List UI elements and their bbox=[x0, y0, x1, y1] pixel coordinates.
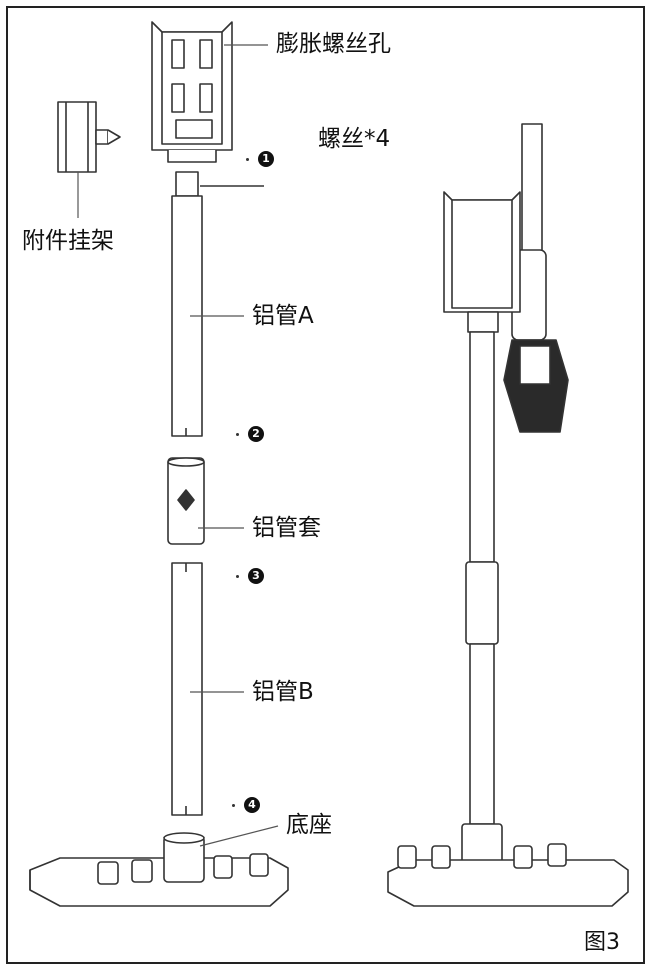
base-left-shape bbox=[29, 832, 289, 907]
accessory-rack-shape bbox=[57, 101, 121, 173]
figure-frame bbox=[6, 6, 645, 964]
screw-dot-2 bbox=[236, 433, 239, 436]
label-expansion-screw-hole: 膨胀螺丝孔 bbox=[276, 31, 391, 57]
label-aluminum-tube-b: 铝管B bbox=[252, 679, 314, 705]
label-aluminum-tube-a: 铝管A bbox=[252, 303, 314, 329]
step-marker-3: 3 bbox=[248, 568, 264, 584]
screw-dot-3 bbox=[236, 575, 239, 578]
step-marker-4: 4 bbox=[244, 797, 260, 813]
screw-dot-1 bbox=[246, 158, 249, 161]
label-accessory-rack: 附件挂架 bbox=[22, 228, 114, 254]
figure-caption: 图3 bbox=[584, 930, 620, 955]
step-marker-2: 2 bbox=[248, 426, 264, 442]
wall-bracket bbox=[151, 21, 233, 163]
label-tube-sleeve: 铝管套 bbox=[252, 515, 321, 541]
label-base: 底座 bbox=[286, 812, 332, 838]
label-screws: 螺丝*4 bbox=[318, 126, 391, 152]
tube-b-shape bbox=[171, 562, 203, 816]
screw-dot-4 bbox=[232, 804, 235, 807]
tube-a-shape bbox=[171, 171, 203, 437]
assembled-stand bbox=[387, 123, 629, 907]
step-marker-1: 1 bbox=[258, 151, 274, 167]
leader-lines bbox=[77, 44, 279, 847]
tube-sleeve-shape bbox=[167, 457, 205, 545]
